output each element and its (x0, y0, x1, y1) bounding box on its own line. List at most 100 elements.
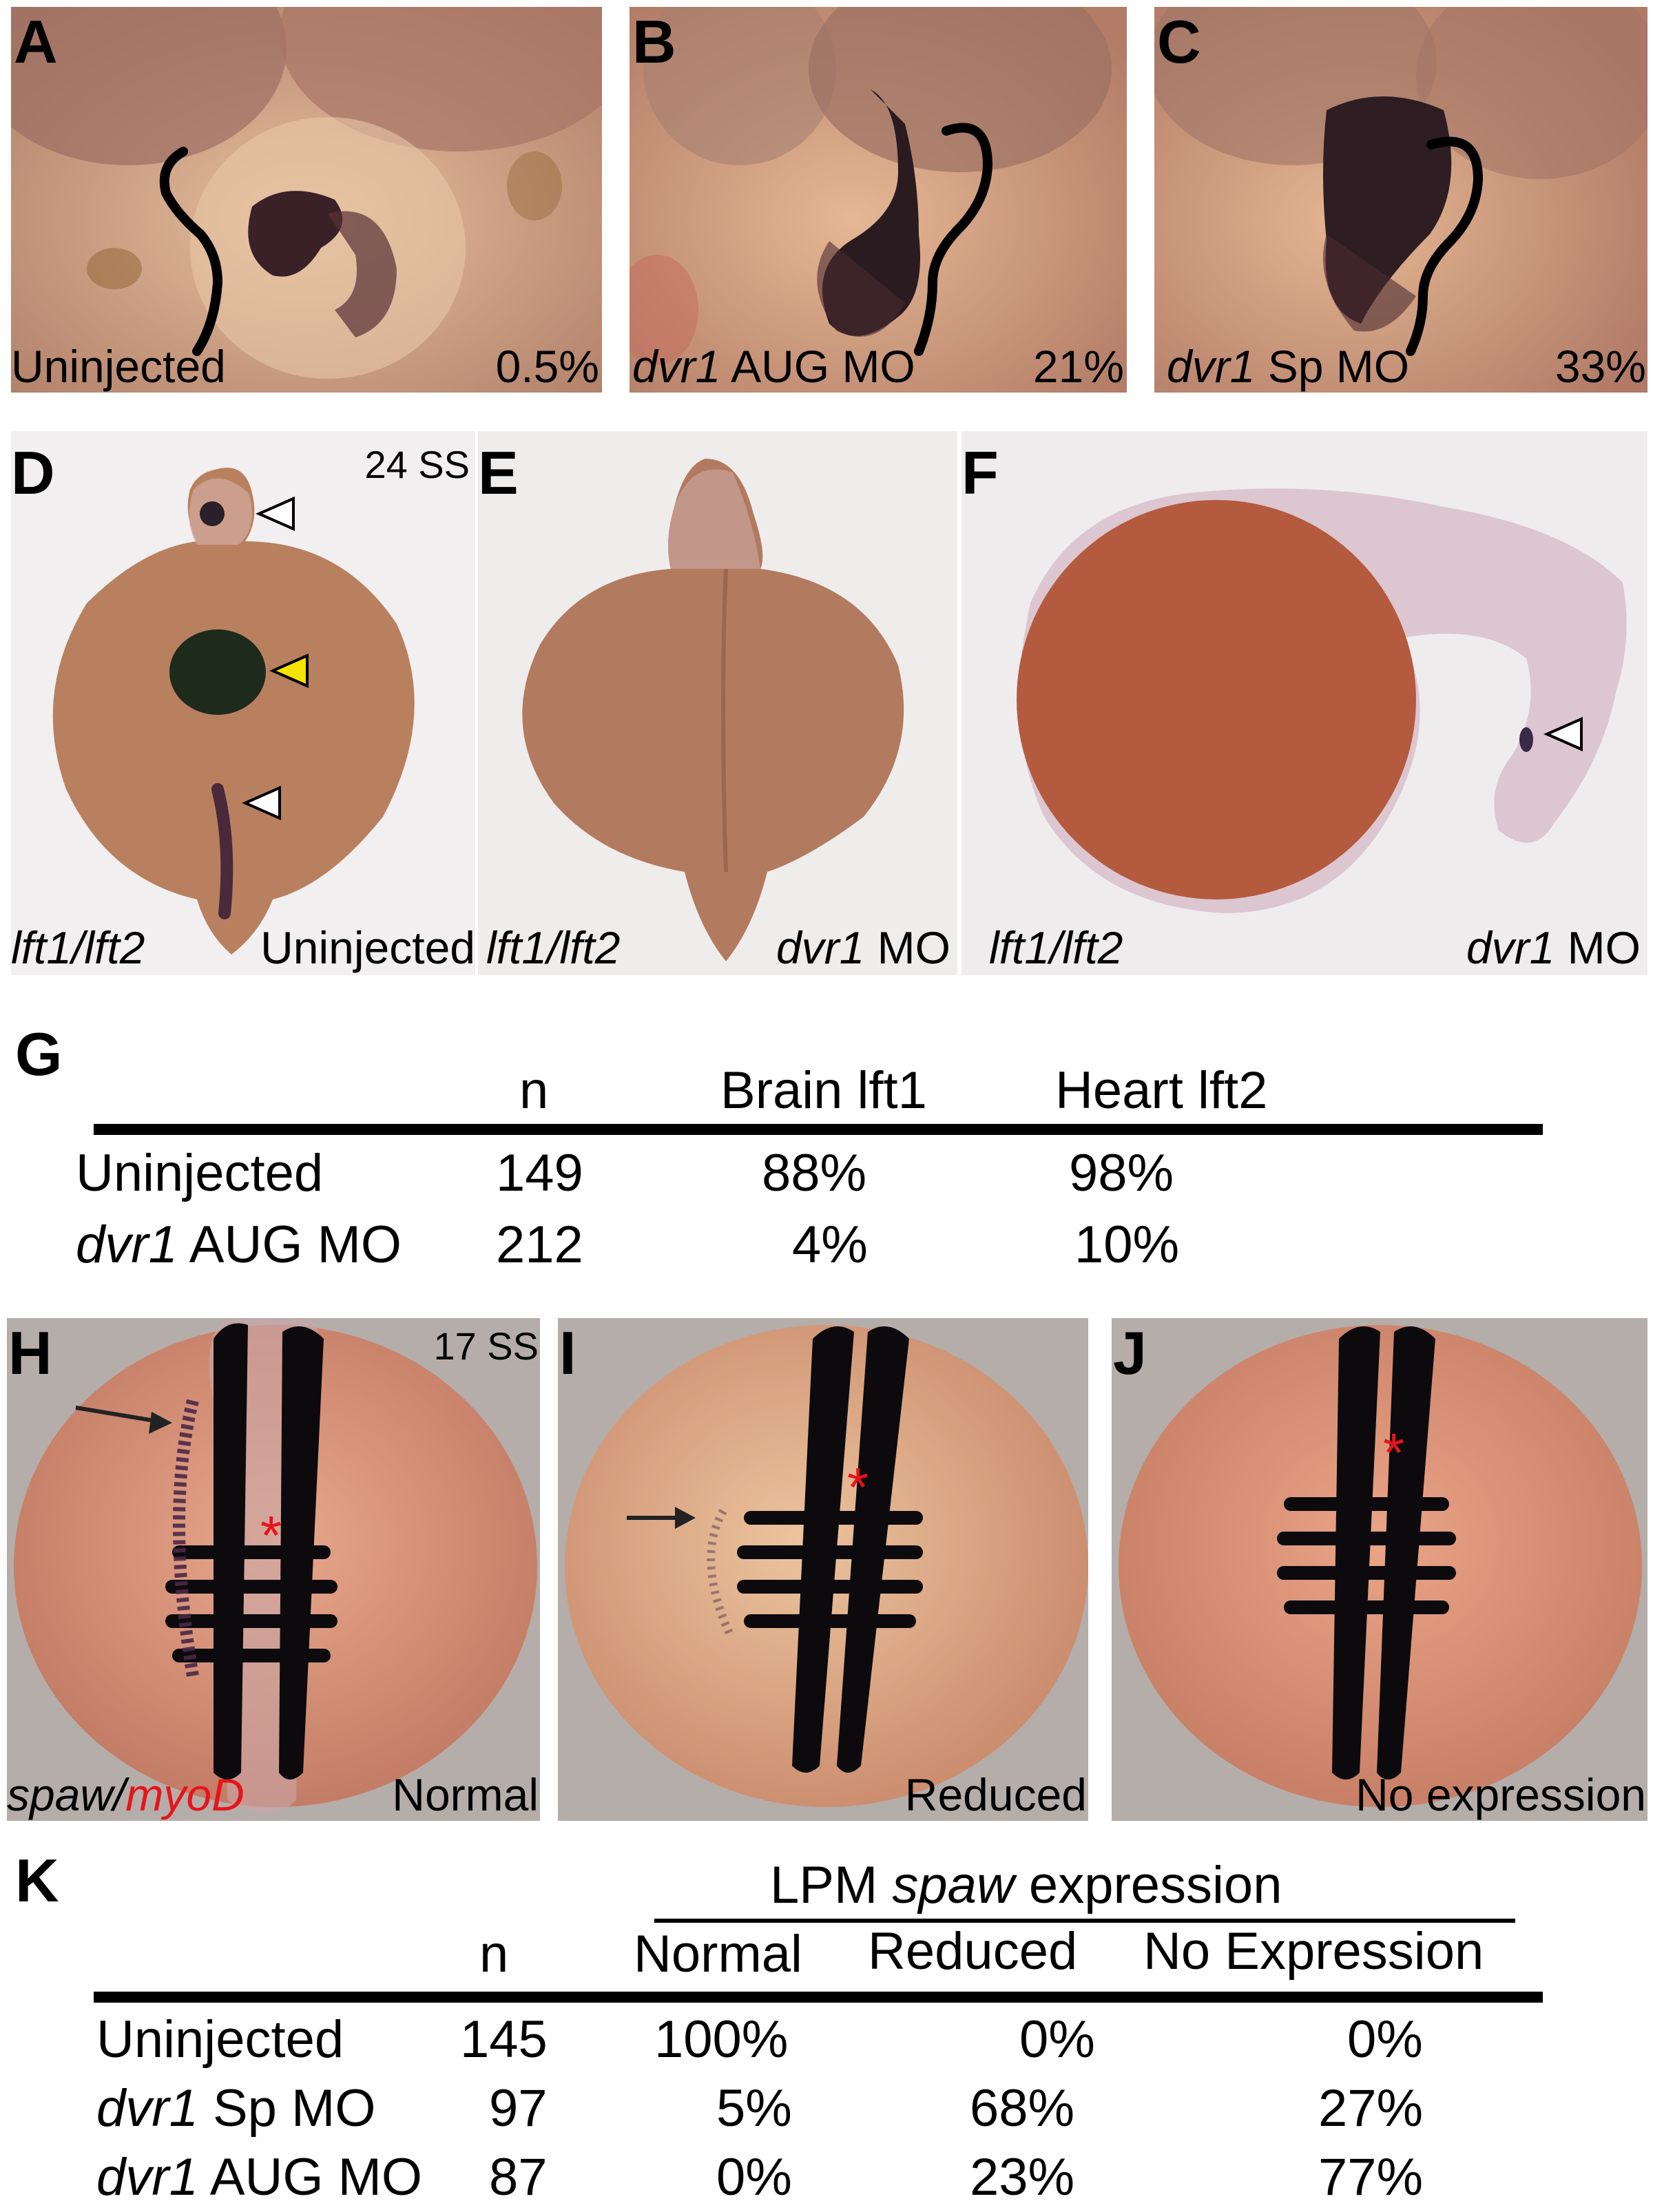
panel-e-condition-gene: dvr1 (776, 922, 865, 973)
panel-h-gene-sep: / (113, 1769, 126, 1820)
panel-e-condition-rest: MO (864, 922, 950, 973)
table-g-row-heart: 10% (1074, 1215, 1180, 1274)
white-arrowhead (256, 496, 295, 532)
panel-e-image (522, 459, 904, 961)
panel-a-label: Uninjected (11, 341, 226, 392)
panel-c: C dvr1 Sp MO 33% (1154, 7, 1647, 393)
table-g-row-name-rest: AUG MO (177, 1215, 402, 1274)
panel-a-letter: A (14, 8, 58, 76)
panel-h-gene-a: spaw (7, 1769, 114, 1820)
panel-b-label-gene: dvr1 (632, 341, 721, 392)
panel-c-letter: C (1157, 8, 1201, 76)
heart-lft2-stain (169, 629, 266, 715)
somites (1277, 1497, 1456, 1614)
panel-c-image (1154, 7, 1647, 393)
panel-d: D 24 SS lft1/lft2 Uninjected (11, 431, 475, 975)
panel-i-letter: I (559, 1319, 576, 1387)
embryo-yolk (1017, 500, 1416, 899)
panel-f-letter: F (961, 439, 999, 507)
panel-a-image (11, 7, 602, 393)
table-k-row-none: 27% (1318, 2079, 1424, 2138)
table-g-row-brain: 4% (792, 1215, 868, 1274)
table-k-row-name-rest: Sp MO (198, 2079, 376, 2138)
table-k-group-header-post: expression (1014, 1856, 1282, 1914)
panel-b-percent: 21% (1032, 341, 1124, 392)
panel-f-condition-gene: dvr1 (1466, 922, 1555, 973)
panel-e: E lft1/lft2 dvr1 MO (478, 431, 957, 975)
table-k-row-none: 0% (1347, 2010, 1423, 2069)
red-asterisk: * (260, 1505, 282, 1566)
panel-f-gene: lft1/lft2 (989, 922, 1123, 973)
panel-b: B dvr1 AUG MO 21% (630, 7, 1127, 393)
table-k-row-normal: 5% (716, 2079, 792, 2138)
table-k-row-normal: 100% (654, 2010, 789, 2069)
white-arrowhead (242, 785, 281, 821)
panel-e-letter: E (478, 439, 519, 507)
table-g-row-heart: 98% (1069, 1144, 1174, 1202)
panel-j-image (1119, 1325, 1642, 1807)
heart-loop-line (1406, 136, 1484, 356)
table-k-row-name-gene: dvr1 (96, 2079, 198, 2138)
somites (737, 1511, 923, 1628)
panel-c-label-gene: dvr1 (1167, 341, 1256, 392)
panel-h: * H 17 SS spaw/myoD Normal (7, 1318, 540, 1821)
table-k-header-normal: Normal (634, 1925, 802, 1983)
panel-h-category: Normal (392, 1769, 539, 1820)
panel-f: F lft1/lft2 dvr1 MO (961, 431, 1647, 975)
panel-f-condition-rest: MO (1555, 922, 1641, 973)
panel-d-stage: 24 SS (364, 443, 470, 486)
embryo-yolk (522, 459, 904, 961)
red-asterisk: * (847, 1457, 869, 1518)
panel-h-image (14, 1318, 537, 1814)
arrow-line (75, 1406, 159, 1423)
arrow-head (675, 1507, 696, 1529)
lpm-spaw-stain (173, 1399, 199, 1678)
table-g-row-name: Uninjected (76, 1144, 324, 1202)
table-g-row-name: dvr1 AUG MO (76, 1215, 402, 1275)
heart-loop-line (914, 123, 993, 356)
table-g-row-brain: 88% (762, 1144, 867, 1202)
table-k-group-rule (654, 1919, 1515, 1923)
arrow-head (149, 1412, 172, 1434)
panel-b-image (630, 7, 1127, 393)
panel-a-percent: 0.5% (495, 341, 599, 392)
table-k-rule (94, 1992, 1543, 2003)
panel-h-letter: H (8, 1319, 52, 1387)
table-g-row-n: 149 (496, 1144, 583, 1202)
table-k-row-name: dvr1 AUG MO (96, 2147, 422, 2207)
table-k-row-none: 77% (1318, 2148, 1424, 2206)
panel-b-letter: B (632, 8, 676, 76)
panel-f-image (1017, 488, 1627, 913)
table-k-row-normal: 0% (716, 2148, 792, 2206)
panel-h-gene-b: myoD (125, 1769, 245, 1820)
lpm-spaw-stain (707, 1509, 734, 1637)
panel-b-label: dvr1 AUG MO (632, 340, 915, 393)
panel-b-label-rest: AUG MO (720, 341, 915, 392)
table-g-row-n: 212 (496, 1215, 583, 1274)
panel-h-gene-label: spaw/myoD (7, 1768, 245, 1821)
table-g-row-name-gene: dvr1 (76, 1215, 178, 1274)
table-k-row-n: 87 (489, 2148, 548, 2206)
panel-j-category: No expression (1355, 1769, 1646, 1820)
table-k-row-reduced: 23% (970, 2148, 1075, 2206)
table-k-header-n: n (479, 1925, 509, 1983)
table-k-row-name-gene: dvr1 (96, 2148, 198, 2206)
panel-c-percent: 33% (1555, 341, 1646, 392)
table-k-row-reduced: 0% (1019, 2010, 1095, 2069)
white-arrowhead (1543, 716, 1583, 752)
table-k-row-n: 97 (489, 2079, 548, 2138)
panel-e-condition: dvr1 MO (776, 921, 950, 974)
table-k-row-name-rest: AUG MO (198, 2148, 422, 2206)
panel-j-letter: J (1113, 1319, 1147, 1387)
panel-c-label-rest: Sp MO (1255, 341, 1410, 392)
table-g-letter: G (15, 1020, 63, 1088)
table-g-rule (94, 1124, 1543, 1135)
panel-f-condition: dvr1 MO (1466, 921, 1641, 974)
table-k-header-none: No Expression (1143, 1922, 1484, 1981)
table-k-group-header: LPM spaw expression (770, 1855, 1282, 1915)
panel-c-label: dvr1 Sp MO (1167, 340, 1409, 393)
table-k-row-name: dvr1 Sp MO (96, 2078, 375, 2138)
yellow-arrowhead (269, 653, 309, 689)
brain-lft1-stain (200, 501, 225, 526)
table-g-header-brain: Brain lft1 (720, 1061, 927, 1120)
